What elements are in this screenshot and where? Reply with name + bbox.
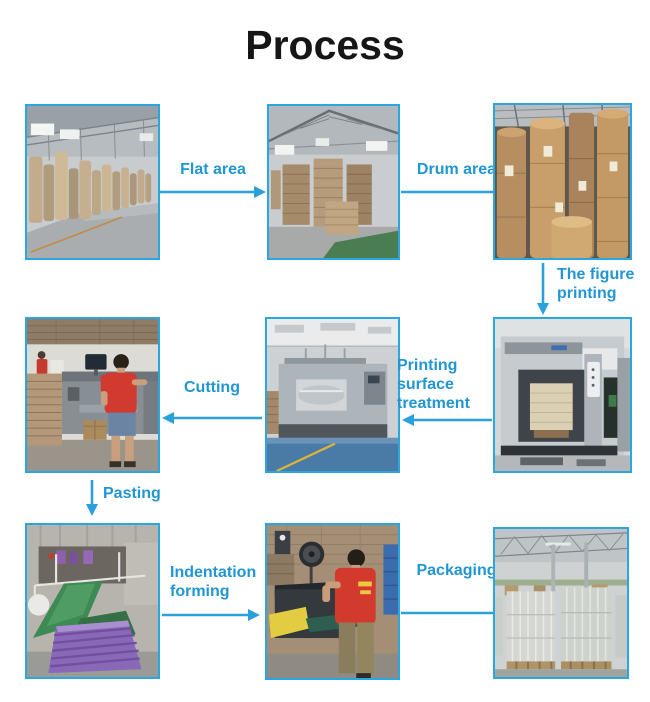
arrow-figure-printing-down xyxy=(536,263,550,315)
flat-storage-warehouse-illustration xyxy=(27,106,158,258)
drum-rolls-group xyxy=(496,108,629,258)
pallet-stack-warehouse-illustration xyxy=(269,106,398,258)
label-pasting: Pasting xyxy=(103,485,161,502)
photo-packaged-pallets-warehouse xyxy=(493,527,629,679)
arrow-indentation-forming-right xyxy=(162,608,260,622)
wrapped-pallet-stacks xyxy=(495,587,627,670)
packaged-pallets-warehouse-illustration xyxy=(495,529,627,677)
label-packaging: Packaging xyxy=(416,562,497,579)
purple-sheets-fan xyxy=(48,620,142,674)
arrow-cutting-left xyxy=(162,411,262,425)
label-printing-surface-treatment: Printing surface treatment xyxy=(397,357,470,412)
label-drum-area: Drum area xyxy=(416,161,497,178)
photo-flat-storage-warehouse xyxy=(25,104,160,260)
worker-figure xyxy=(322,549,376,678)
paper-drum-rolls-illustration xyxy=(495,105,630,258)
photo-paper-drum-rolls xyxy=(493,103,632,260)
photo-indentation-forming-station xyxy=(265,523,400,680)
paper-rolls-group xyxy=(28,151,152,223)
worker-figure xyxy=(100,354,148,468)
photo-cutting-station xyxy=(25,317,160,473)
photo-figure-printing-machine xyxy=(493,317,632,473)
label-indentation-forming: Indentation forming xyxy=(170,564,257,600)
photo-surface-treatment-machine xyxy=(265,317,400,473)
label-cutting: Cutting xyxy=(184,379,240,396)
cutting-station-illustration xyxy=(27,319,158,471)
label-figure-printing: The figure printing xyxy=(557,266,635,302)
arrow-flat-area-right xyxy=(160,185,266,199)
pasting-machine-illustration xyxy=(27,525,158,677)
surface-treatment-machine-illustration xyxy=(267,319,398,471)
label-flat-area: Flat area xyxy=(180,161,246,178)
photo-pallet-stack-warehouse xyxy=(267,104,400,260)
figure-printing-machine-illustration xyxy=(495,319,630,471)
arrow-pasting-down xyxy=(85,480,99,516)
photo-pasting-machine xyxy=(25,523,160,679)
indentation-forming-station-illustration xyxy=(267,525,398,678)
arrow-printing-surface-treatment-left xyxy=(402,413,492,427)
page-title: Process xyxy=(245,22,405,68)
board-stacks-group xyxy=(270,158,372,235)
